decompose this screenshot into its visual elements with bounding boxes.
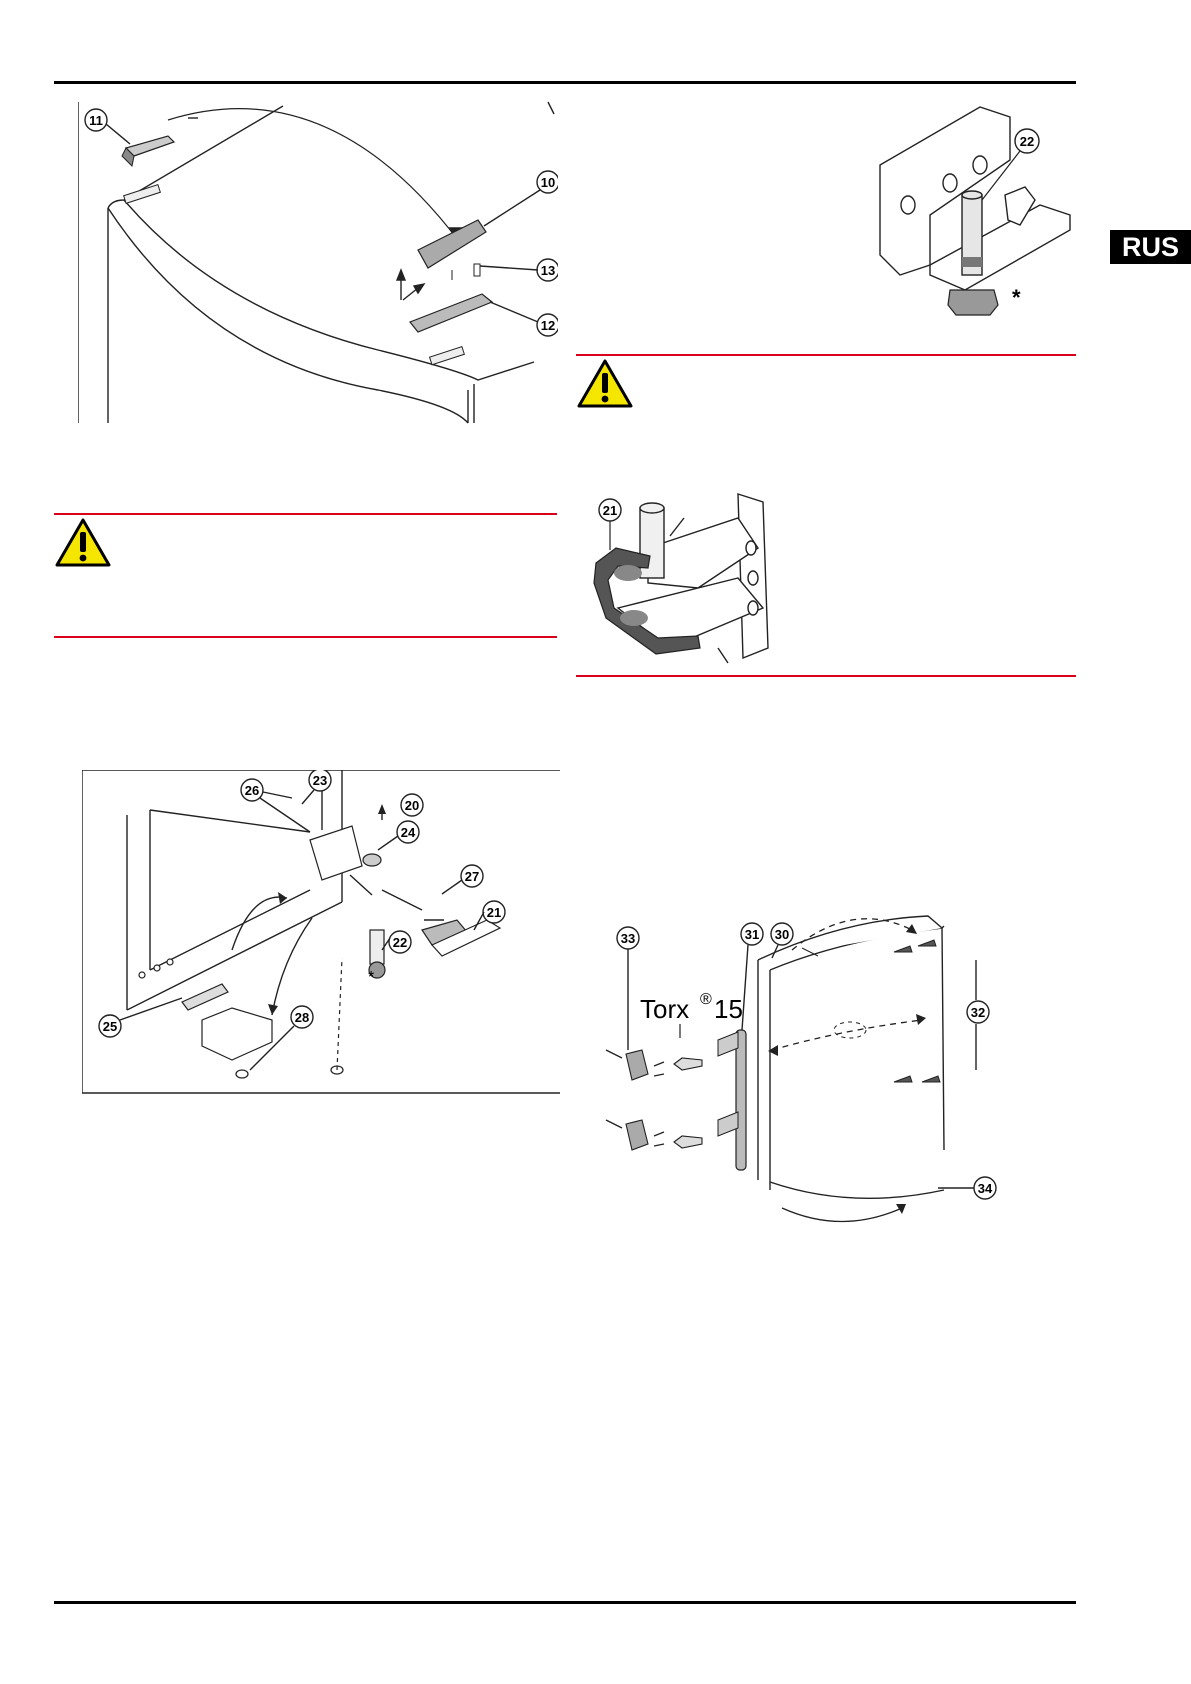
callout-20: 20 bbox=[405, 798, 419, 813]
figure-door-handle: 33 31 30 32 34 Torx ® 15 bbox=[605, 915, 997, 1223]
header-rule bbox=[54, 81, 1076, 84]
callout-22: 22 bbox=[1020, 134, 1034, 149]
callout-21: 21 bbox=[487, 905, 501, 920]
callout-26: 26 bbox=[245, 783, 259, 798]
marker-asterisk: * bbox=[368, 969, 374, 986]
callout-28: 28 bbox=[295, 1010, 309, 1025]
figure-hinge-pin: 22 * bbox=[879, 106, 1071, 316]
figure-hinge-cover: 21 bbox=[593, 493, 769, 664]
figure-bottom-hinge: 26 23 20 24 27 25 22 21 28 * bbox=[82, 770, 560, 1094]
callout-12: 12 bbox=[541, 318, 555, 333]
marker-asterisk: * bbox=[1012, 285, 1021, 310]
torx-size: 15 bbox=[714, 994, 743, 1024]
callout-27: 27 bbox=[465, 869, 479, 884]
callout-30: 30 bbox=[775, 927, 789, 942]
warning-triangle-icon bbox=[577, 359, 633, 408]
callout-11: 11 bbox=[89, 113, 103, 128]
callout-32: 32 bbox=[971, 1005, 985, 1020]
language-tab: RUS bbox=[1110, 230, 1191, 264]
warning-rule-top bbox=[54, 513, 557, 515]
callout-10: 10 bbox=[541, 175, 555, 190]
figure-top-cover: 11 10 13 12 bbox=[78, 101, 558, 424]
warning-rule-bottom bbox=[54, 636, 557, 638]
callout-25: 25 bbox=[103, 1019, 117, 1034]
callout-33: 33 bbox=[621, 931, 635, 946]
callout-21: 21 bbox=[603, 503, 617, 518]
callout-23: 23 bbox=[313, 773, 327, 788]
torx-label: Torx bbox=[640, 994, 689, 1024]
footer-rule bbox=[54, 1601, 1076, 1604]
callout-34: 34 bbox=[978, 1181, 993, 1196]
callout-22: 22 bbox=[393, 935, 407, 950]
warning-triangle-icon bbox=[55, 518, 111, 567]
callout-24: 24 bbox=[401, 825, 416, 840]
callout-13: 13 bbox=[541, 263, 555, 278]
torx-registered-mark: ® bbox=[700, 991, 712, 1008]
callout-31: 31 bbox=[745, 927, 759, 942]
warning-rule-right-bottom bbox=[576, 675, 1076, 677]
warning-rule-right-top bbox=[576, 354, 1076, 356]
